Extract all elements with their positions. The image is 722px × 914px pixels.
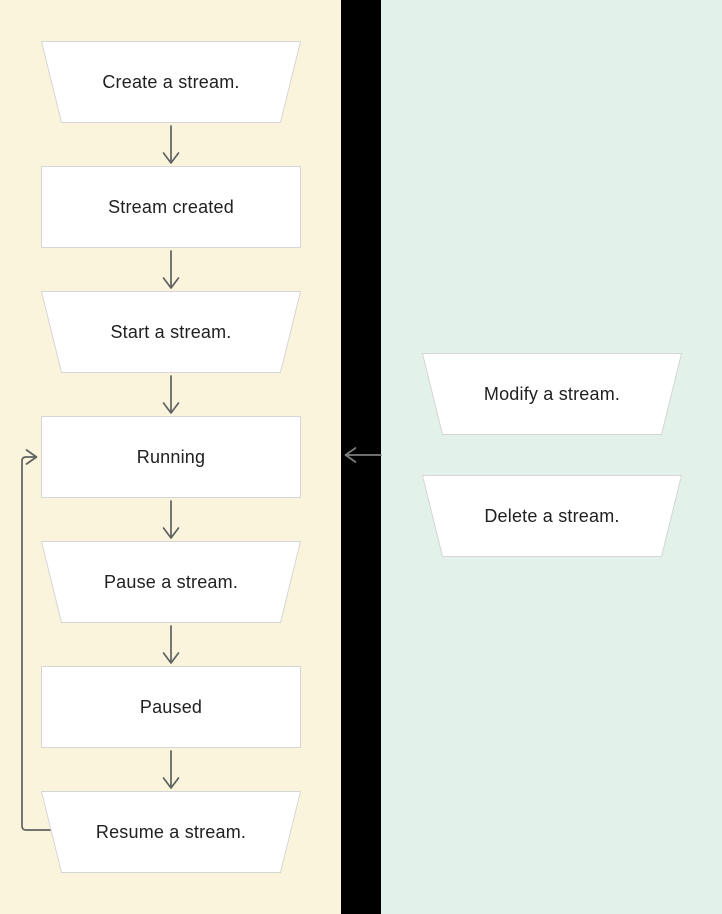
rectangle-shape (41, 166, 301, 248)
flow-node-start-a-stream: Start a stream. (41, 291, 301, 373)
arrow-left-icon (344, 447, 382, 463)
flow-node-resume-a-stream: Resume a stream. (41, 791, 301, 873)
side-node-delete-a-stream: Delete a stream. (422, 475, 682, 557)
trapezoid-shape (41, 291, 301, 373)
side-node-modify-a-stream: Modify a stream. (422, 353, 682, 435)
side-actions-panel (381, 0, 722, 914)
trapezoid-shape (422, 353, 682, 435)
flow-state-running: Running (41, 416, 301, 498)
node-label: Pause a stream. (103, 571, 239, 592)
node-label: Start a stream. (110, 321, 232, 342)
trapezoid-shape (41, 541, 301, 623)
rectangle-shape (41, 416, 301, 498)
node-label: Delete a stream. (484, 505, 620, 526)
node-label: Modify a stream. (483, 383, 621, 404)
flow-node-create-a-stream: Create a stream. (41, 41, 301, 123)
node-label: Create a stream. (102, 71, 240, 92)
node-label: Paused (139, 696, 203, 717)
rectangle-shape (41, 666, 301, 748)
flow-node-pause-a-stream: Pause a stream. (41, 541, 301, 623)
flow-state-paused: Paused (41, 666, 301, 748)
trapezoid-shape (41, 41, 301, 123)
trapezoid-shape (41, 791, 301, 873)
node-label: Running (136, 446, 206, 467)
node-label: Stream created (108, 196, 234, 217)
flow-state-stream-created: Stream created (41, 166, 301, 248)
node-label: Resume a stream. (95, 821, 247, 842)
trapezoid-shape (422, 475, 682, 557)
